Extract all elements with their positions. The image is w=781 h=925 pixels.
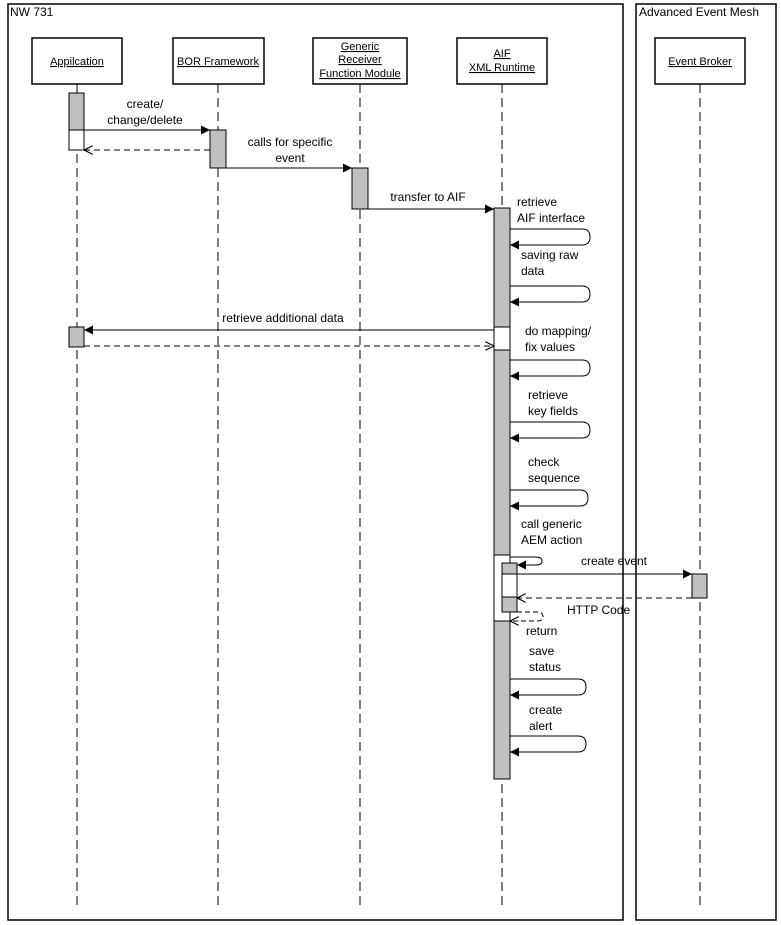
actor-application[interactable]: Appilcation [31,37,123,85]
msg-retrieve-aif-label-2: AIF interface [517,211,585,225]
msg-create-alert-label-2: alert [529,719,553,733]
frame-aem-title: Advanced Event Mesh [639,5,759,19]
actor-application-label: Appilcation [50,56,104,68]
msg-create-label-1: create/ [127,97,164,111]
msg-create-label-2: change/delete [107,113,183,127]
frame-nw731-title: NW 731 [10,5,54,19]
msg-saving-raw-label-1: saving raw [521,248,579,262]
msg-http-code-label: HTTP Code [567,603,630,617]
msg-do-mapping-label-2: fix values [525,340,575,354]
actor-generic-label-line3: Function Module [319,68,400,80]
activation-aif-gap [493,326,511,351]
actor-event-broker-label: Event Broker [668,56,732,68]
actor-event-broker[interactable]: Event Broker [654,37,746,85]
msg-save-status-label-1: save [529,644,555,658]
msg-save-status-label-2: status [529,660,561,674]
msg-calls-label-1: calls for specific [248,135,333,149]
msg-return-arrow [510,611,544,621]
msg-check-sequence-arrow [510,489,589,511]
msg-retrieve-additional-label: retrieve additional data [222,311,344,325]
msg-call-generic-label-2: AEM action [521,533,582,547]
actor-aif-runtime[interactable]: AIF XML Runtime [456,37,548,85]
activation-application-1 [68,92,85,131]
activation-application-1-tail [68,129,85,151]
msg-calls-label-2: event [275,151,305,165]
actor-aif-label-line1: AIF [493,48,510,60]
frame-advanced-event-mesh: Advanced Event Mesh [635,3,777,921]
activation-bor-framework [209,129,227,169]
msg-check-sequence-label-1: check [528,455,560,469]
msg-check-sequence-label-2: sequence [528,471,580,485]
msg-do-mapping-label-1: do mapping/ [525,324,592,338]
msg-save-status-arrow [510,678,587,700]
actor-bor-framework[interactable]: BOR Framework [172,37,265,85]
actor-generic-label-line2: Receiver [338,54,382,66]
msg-saving-raw-label-2: data [521,264,545,278]
activation-aif-runtime [493,207,511,780]
activation-generic-receiver [351,167,369,210]
activation-application-2 [68,326,85,348]
msg-retrieve-aif-label-1: retrieve [517,195,557,209]
msg-saving-raw-data-arrow [510,285,591,307]
actor-generic-receiver[interactable]: Generic Receiver Function Module [312,37,408,85]
msg-call-generic-label-1: call generic [521,517,582,531]
actor-generic-label-line1: Generic [341,41,380,53]
msg-do-mapping-arrow [510,359,591,381]
msg-retrieve-key-fields-arrow [510,421,591,443]
msg-create-alert-arrow [510,735,587,757]
activation-aif-nested-mid [501,573,518,598]
msg-transfer-label: transfer to AIF [390,190,465,204]
msg-retrieve-aif-interface-arrow [510,228,591,250]
msg-retrieve-key-label-1: retrieve [528,388,568,402]
actor-aif-label-line2: XML Runtime [469,62,535,74]
activation-aif-nested-bottom [501,596,518,613]
msg-create-event-label: create event [581,554,648,568]
msg-call-generic-aem-action-arrow [510,556,543,570]
actor-bor-framework-label: BOR Framework [177,56,259,68]
activation-aif-nested-top [501,562,518,575]
msg-return-label: return [526,624,557,638]
frame-nw731: NW 731 [7,3,624,921]
msg-create-alert-label-1: create [529,703,563,717]
msg-retrieve-key-label-2: key fields [528,404,578,418]
activation-event-broker [691,573,708,599]
